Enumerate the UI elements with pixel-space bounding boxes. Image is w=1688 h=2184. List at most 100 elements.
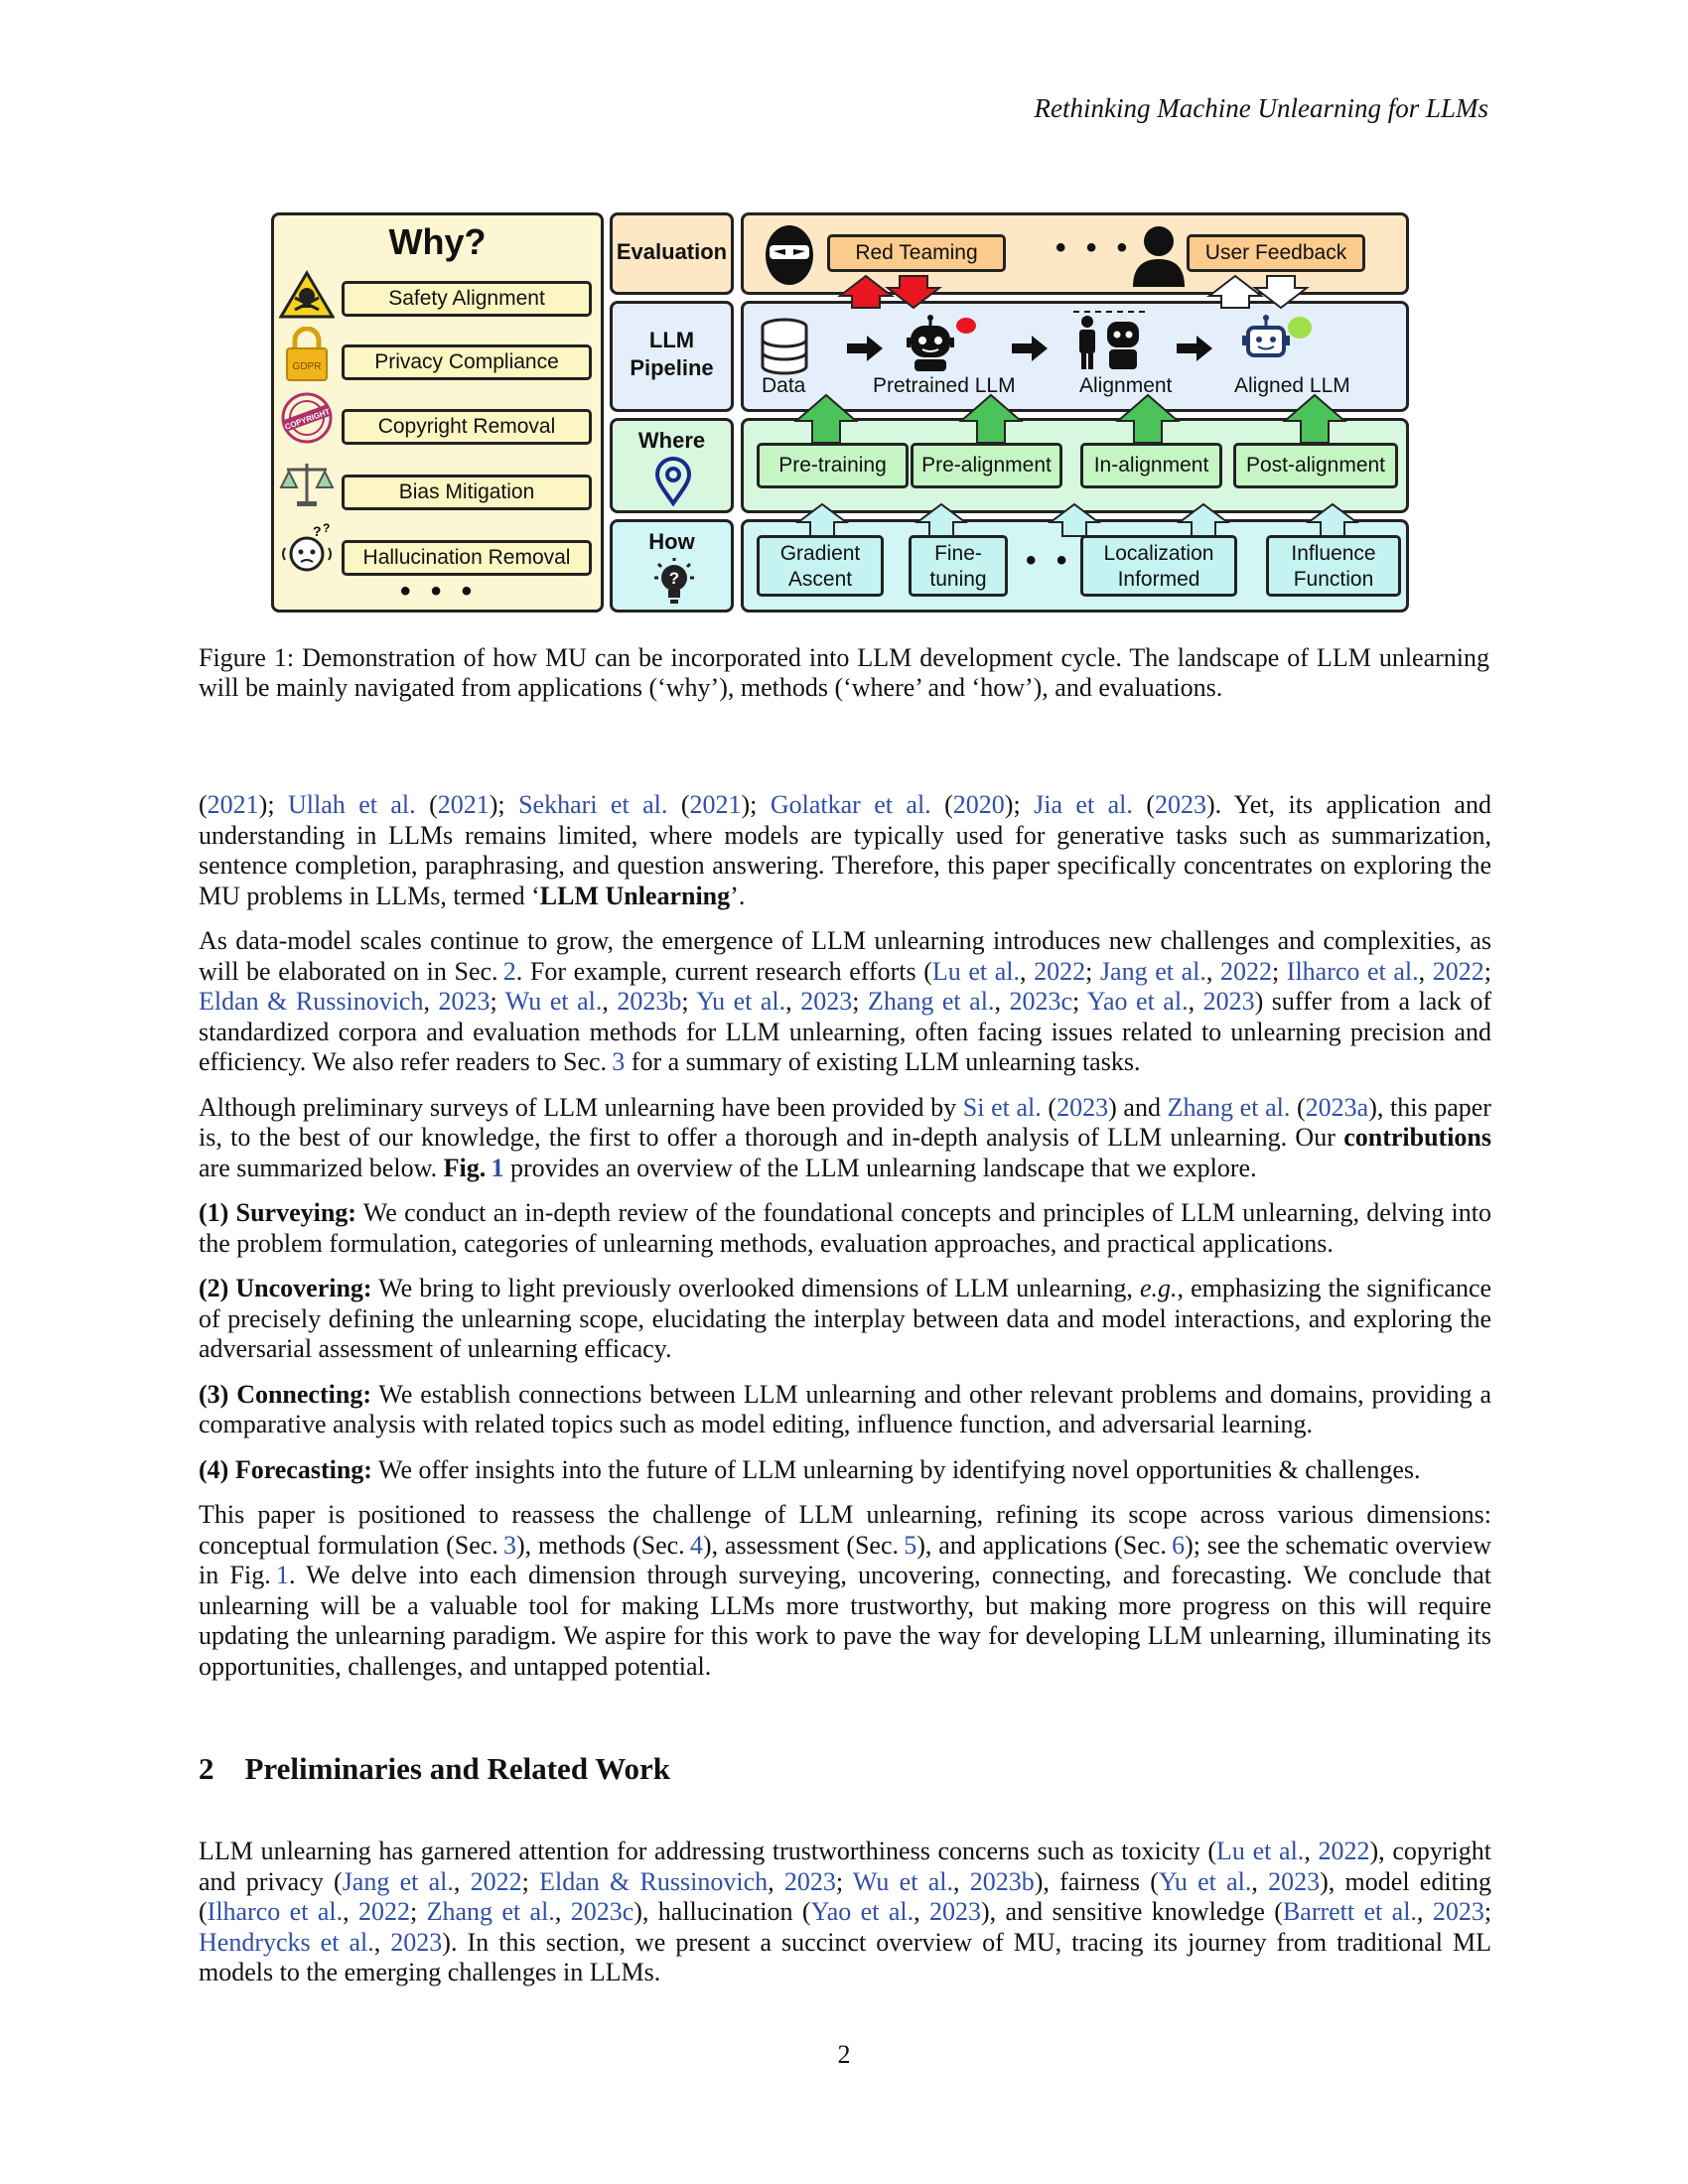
green-up-arrow bbox=[1115, 393, 1181, 444]
citation[interactable]: 2022 bbox=[1318, 1837, 1370, 1865]
why-panel: Why? Safety Alignment GDPR Privacy Compl… bbox=[271, 212, 604, 613]
svg-text:?: ? bbox=[669, 569, 679, 588]
citation[interactable]: Jang et al. bbox=[342, 1866, 454, 1896]
citation[interactable]: 2021 bbox=[207, 790, 259, 819]
citation[interactable]: Eldan & Russinovich bbox=[199, 987, 424, 1016]
citation[interactable]: 2021 bbox=[689, 790, 742, 819]
citation[interactable]: 2023c bbox=[1009, 987, 1073, 1016]
where-prealignment: Pre-alignment bbox=[911, 443, 1062, 488]
citation[interactable]: Jia et al. bbox=[1034, 790, 1133, 819]
citation[interactable]: 2023 bbox=[1154, 790, 1206, 819]
citation[interactable]: 2023 bbox=[1432, 1897, 1484, 1926]
citation[interactable]: Yu et al. bbox=[696, 987, 786, 1016]
section-ref[interactable]: 6 bbox=[1172, 1530, 1186, 1560]
citation[interactable]: 2023b bbox=[969, 1866, 1035, 1896]
database-icon bbox=[760, 318, 809, 380]
how-fine-tuning: Fine- tuning bbox=[909, 535, 1008, 597]
evaluation-label: Evaluation bbox=[616, 239, 728, 264]
where-pretraining: Pre-training bbox=[757, 443, 909, 488]
running-head: Rethinking Machine Unlearning for LLMs bbox=[1034, 93, 1488, 123]
citation[interactable]: 2020 bbox=[952, 790, 1005, 819]
citation[interactable]: 2023 bbox=[783, 1866, 836, 1896]
citation[interactable]: Barrett et al. bbox=[1282, 1897, 1417, 1926]
section-ref[interactable]: 3 bbox=[503, 1530, 516, 1560]
figure-ref[interactable]: 1 bbox=[491, 1153, 504, 1182]
llm-pipeline-row: Data Pretrained LLM Alignment Aligned LL… bbox=[741, 301, 1409, 412]
citation[interactable]: 2022 bbox=[357, 1897, 410, 1926]
citation[interactable]: 2023 bbox=[1268, 1866, 1321, 1896]
citation[interactable]: Golatkar et al. bbox=[770, 790, 931, 819]
citation[interactable]: Hendrycks et al. bbox=[199, 1927, 374, 1957]
citation[interactable]: 2023 bbox=[1056, 1092, 1109, 1122]
citation[interactable]: 2023a bbox=[1305, 1092, 1369, 1122]
cyan-up-arrow bbox=[795, 502, 849, 537]
where-row: Pre-training Pre-alignment In-alignment … bbox=[741, 418, 1409, 513]
llm-label: LLM bbox=[648, 328, 695, 352]
gdpr-text: GDPR bbox=[293, 361, 322, 372]
citation[interactable]: 2021 bbox=[437, 790, 490, 819]
citation[interactable]: Wu et al. bbox=[852, 1866, 953, 1896]
citation[interactable]: Zhang et al. bbox=[1167, 1092, 1291, 1122]
section-ref[interactable]: 2 bbox=[502, 956, 516, 986]
contribution-2: (2) Uncovering: We bring to light previo… bbox=[199, 1274, 1492, 1363]
citation[interactable]: 2023 bbox=[390, 1927, 443, 1957]
citation[interactable]: 2022 bbox=[470, 1866, 522, 1896]
why-item-privacy: Privacy Compliance bbox=[342, 344, 592, 380]
citation[interactable]: Ilharco et al. bbox=[207, 1897, 344, 1926]
citation[interactable]: 2023 bbox=[1202, 987, 1255, 1016]
green-up-arrow bbox=[793, 393, 859, 444]
why-item-hallucination: Hallucination Removal bbox=[342, 540, 592, 576]
citation[interactable]: 2023 bbox=[438, 987, 491, 1016]
paragraph-1: (2021); Ullah et al. (2021); Sekhari et … bbox=[199, 790, 1491, 910]
how-local-line1: Localization bbox=[1103, 542, 1214, 565]
section-ref[interactable]: 3 bbox=[612, 1047, 626, 1076]
citation[interactable]: 2023 bbox=[800, 987, 853, 1016]
citation[interactable]: Ullah et al. bbox=[288, 790, 416, 819]
citation[interactable]: 2022 bbox=[1219, 956, 1272, 986]
lightbulb-question-icon: ? bbox=[648, 556, 700, 613]
citation[interactable]: Lu et al. bbox=[1216, 1837, 1305, 1865]
citation[interactable]: Ilharco et al. bbox=[1286, 956, 1419, 986]
page-number: 2 bbox=[837, 2040, 851, 2069]
red-up-arrow bbox=[837, 274, 895, 309]
balance-scale-icon bbox=[279, 460, 335, 507]
citation[interactable]: Sekhari et al. bbox=[518, 790, 668, 819]
location-pin-icon bbox=[654, 457, 692, 511]
citation[interactable]: Jang et al. bbox=[1099, 956, 1206, 986]
figure-caption: Figure 1: Demonstration of how MU can be… bbox=[199, 643, 1489, 702]
citation[interactable]: Zhang et al. bbox=[426, 1897, 555, 1926]
why-item-bias: Bias Mitigation bbox=[342, 475, 592, 510]
how-influence-line2: Function bbox=[1293, 568, 1374, 591]
citation[interactable]: Yao et al. bbox=[1086, 987, 1189, 1016]
citation[interactable]: Wu et al. bbox=[504, 987, 603, 1016]
evaluation-more-dots: • • • bbox=[1055, 231, 1134, 264]
copyright-stamp-icon: COPYRIGHT bbox=[279, 392, 335, 444]
citation[interactable]: 2022 bbox=[1034, 956, 1086, 986]
aligned-robot-icon bbox=[1240, 314, 1316, 378]
evaluation-header: Evaluation bbox=[610, 212, 734, 295]
section-title: Preliminaries and Related Work bbox=[244, 1751, 671, 1786]
citation[interactable]: Eldan & Russinovich bbox=[539, 1866, 769, 1896]
why-title: Why? bbox=[388, 221, 487, 262]
section-ref[interactable]: 5 bbox=[904, 1530, 917, 1560]
citation[interactable]: Si et al. bbox=[962, 1092, 1042, 1122]
citation[interactable]: 2023b bbox=[617, 987, 682, 1016]
citation[interactable]: Zhang et al. bbox=[867, 987, 995, 1016]
citation[interactable]: Yu et al. bbox=[1158, 1866, 1252, 1896]
citation[interactable]: 2022 bbox=[1432, 956, 1484, 986]
figure-ref[interactable]: 1 bbox=[275, 1561, 289, 1589]
section-ref[interactable]: 4 bbox=[689, 1530, 703, 1560]
arrow-right-icon bbox=[1012, 336, 1048, 366]
citation[interactable]: Lu et al. bbox=[931, 956, 1020, 986]
red-teaming-chip: Red Teaming bbox=[827, 234, 1006, 272]
green-up-arrow bbox=[958, 393, 1024, 444]
svg-text:?: ? bbox=[323, 522, 330, 535]
paragraph-3: Although preliminary surveys of LLM unle… bbox=[199, 1092, 1491, 1182]
why-item-safety: Safety Alignment bbox=[342, 281, 592, 317]
citation[interactable]: Yao et al. bbox=[810, 1897, 914, 1926]
why-more-dots: • • • bbox=[400, 575, 479, 608]
citation[interactable]: 2023c bbox=[570, 1897, 634, 1926]
section-heading: 2 Preliminaries and Related Work bbox=[199, 1751, 670, 1787]
citation[interactable]: 2023 bbox=[928, 1897, 981, 1926]
contribution-4: (4) Forecasting: We offer insights into … bbox=[199, 1454, 1421, 1484]
